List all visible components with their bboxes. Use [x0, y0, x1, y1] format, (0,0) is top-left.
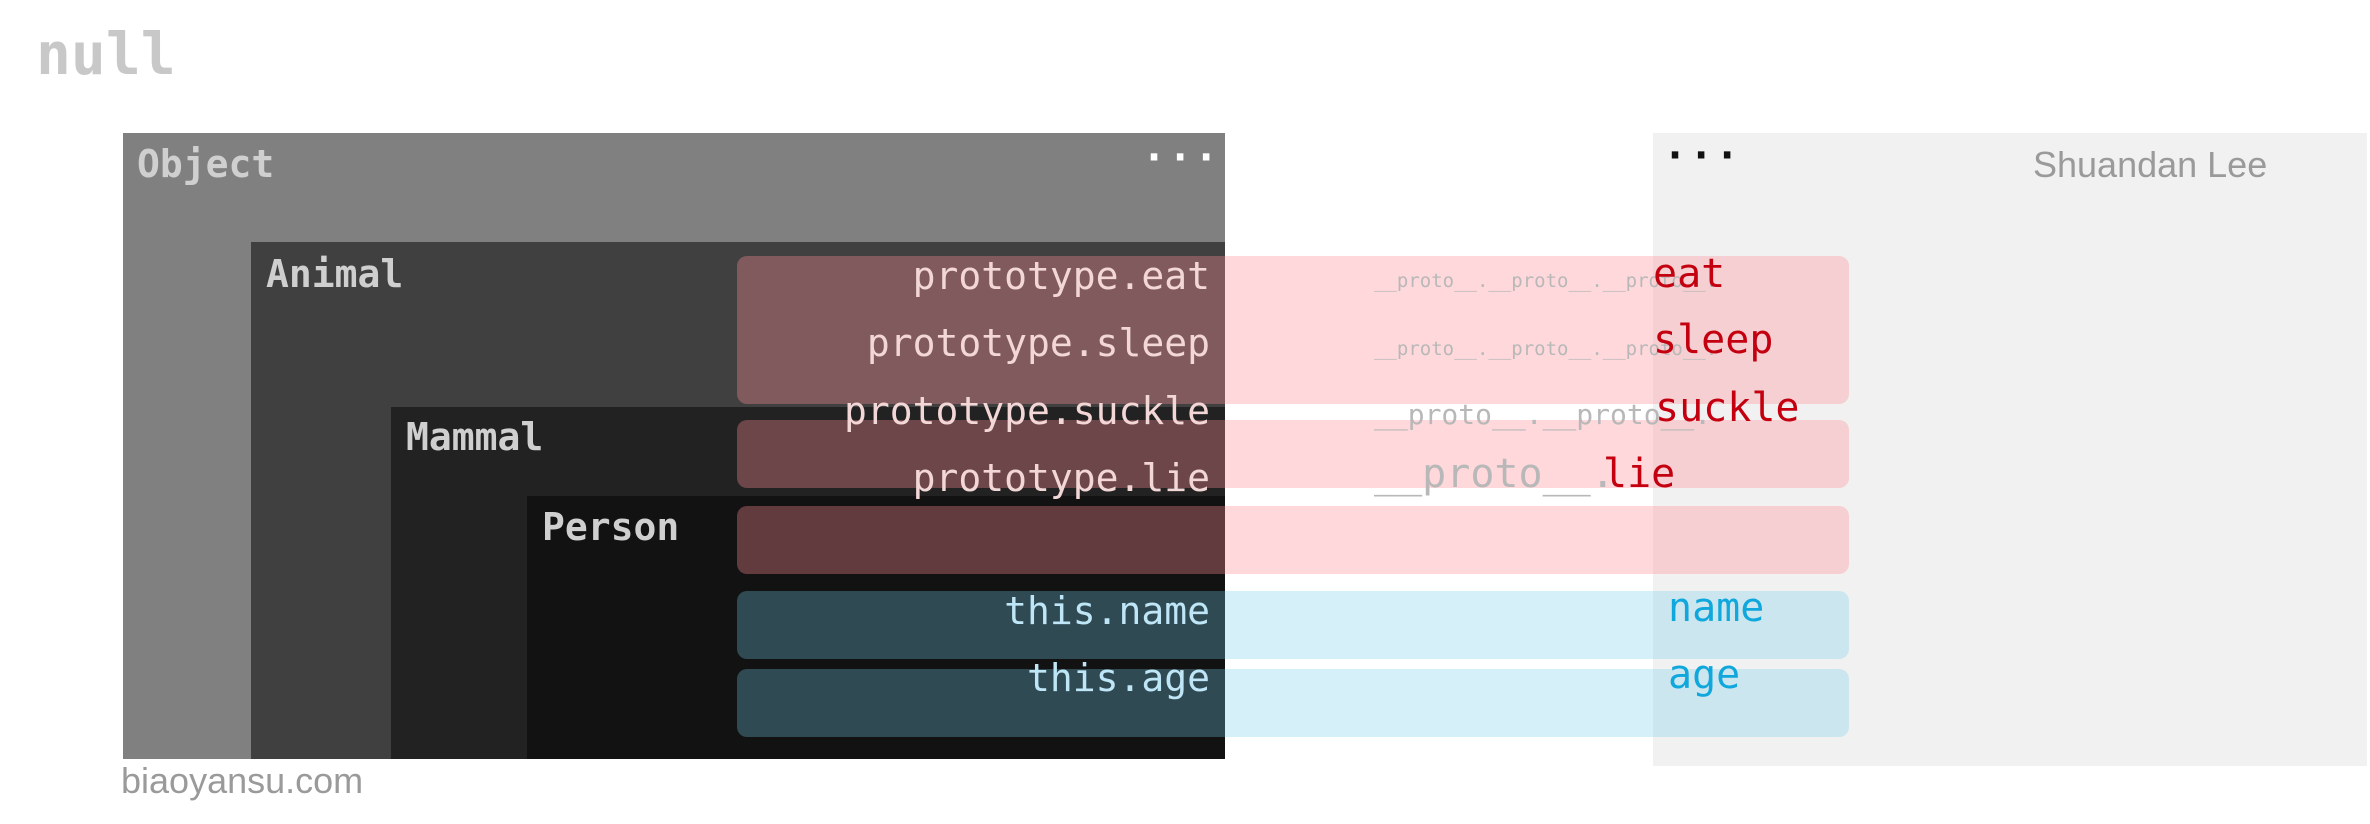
key-age: age [1668, 652, 1741, 698]
animal-title: Animal [266, 252, 404, 296]
key-suckle: suckle [1655, 385, 1800, 431]
band-person-prototype [737, 506, 1849, 574]
key-eat: eat [1653, 251, 1726, 297]
proto-chain-lie: __proto__. [1374, 451, 1615, 497]
proto-chain-sleep: __proto__.__proto__.__proto__. [1374, 338, 1718, 360]
prototype-suckle-label: prototype.suckle [843, 389, 1210, 433]
mammal-title: Mammal [406, 415, 544, 459]
proto-chain-suckle: __proto__.__proto__. [1374, 398, 1712, 431]
person-title: Person [542, 505, 680, 549]
band-own-name [737, 591, 1849, 659]
key-lie: lie [1603, 451, 1676, 497]
watermark: biaoyansu.com [121, 760, 364, 801]
proto-chain-eat: __proto__.__proto__.__proto__. [1374, 270, 1718, 292]
band-own-age [737, 669, 1849, 737]
key-sleep: sleep [1653, 317, 1774, 363]
band-mammal-prototype [737, 420, 1849, 488]
object-title: Object [137, 142, 275, 186]
prototype-sleep-label: prototype.sleep [866, 321, 1210, 365]
instance-panel [1653, 133, 2367, 766]
band-animal-prototype [737, 256, 1849, 404]
key-name: name [1668, 585, 1765, 631]
author-label: Shuandan Lee [2033, 144, 2268, 185]
this-name-label: this.name [1004, 589, 1210, 633]
null-label: null [36, 20, 176, 88]
object-ellipsis: ··· [1142, 135, 1221, 181]
prototype-lie-label: prototype.lie [912, 456, 1210, 500]
instance-ellipsis: ··· [1663, 133, 1742, 179]
this-age-label: this.age [1026, 656, 1210, 700]
person-box [527, 496, 1225, 759]
prototype-eat-label: prototype.eat [912, 254, 1210, 298]
